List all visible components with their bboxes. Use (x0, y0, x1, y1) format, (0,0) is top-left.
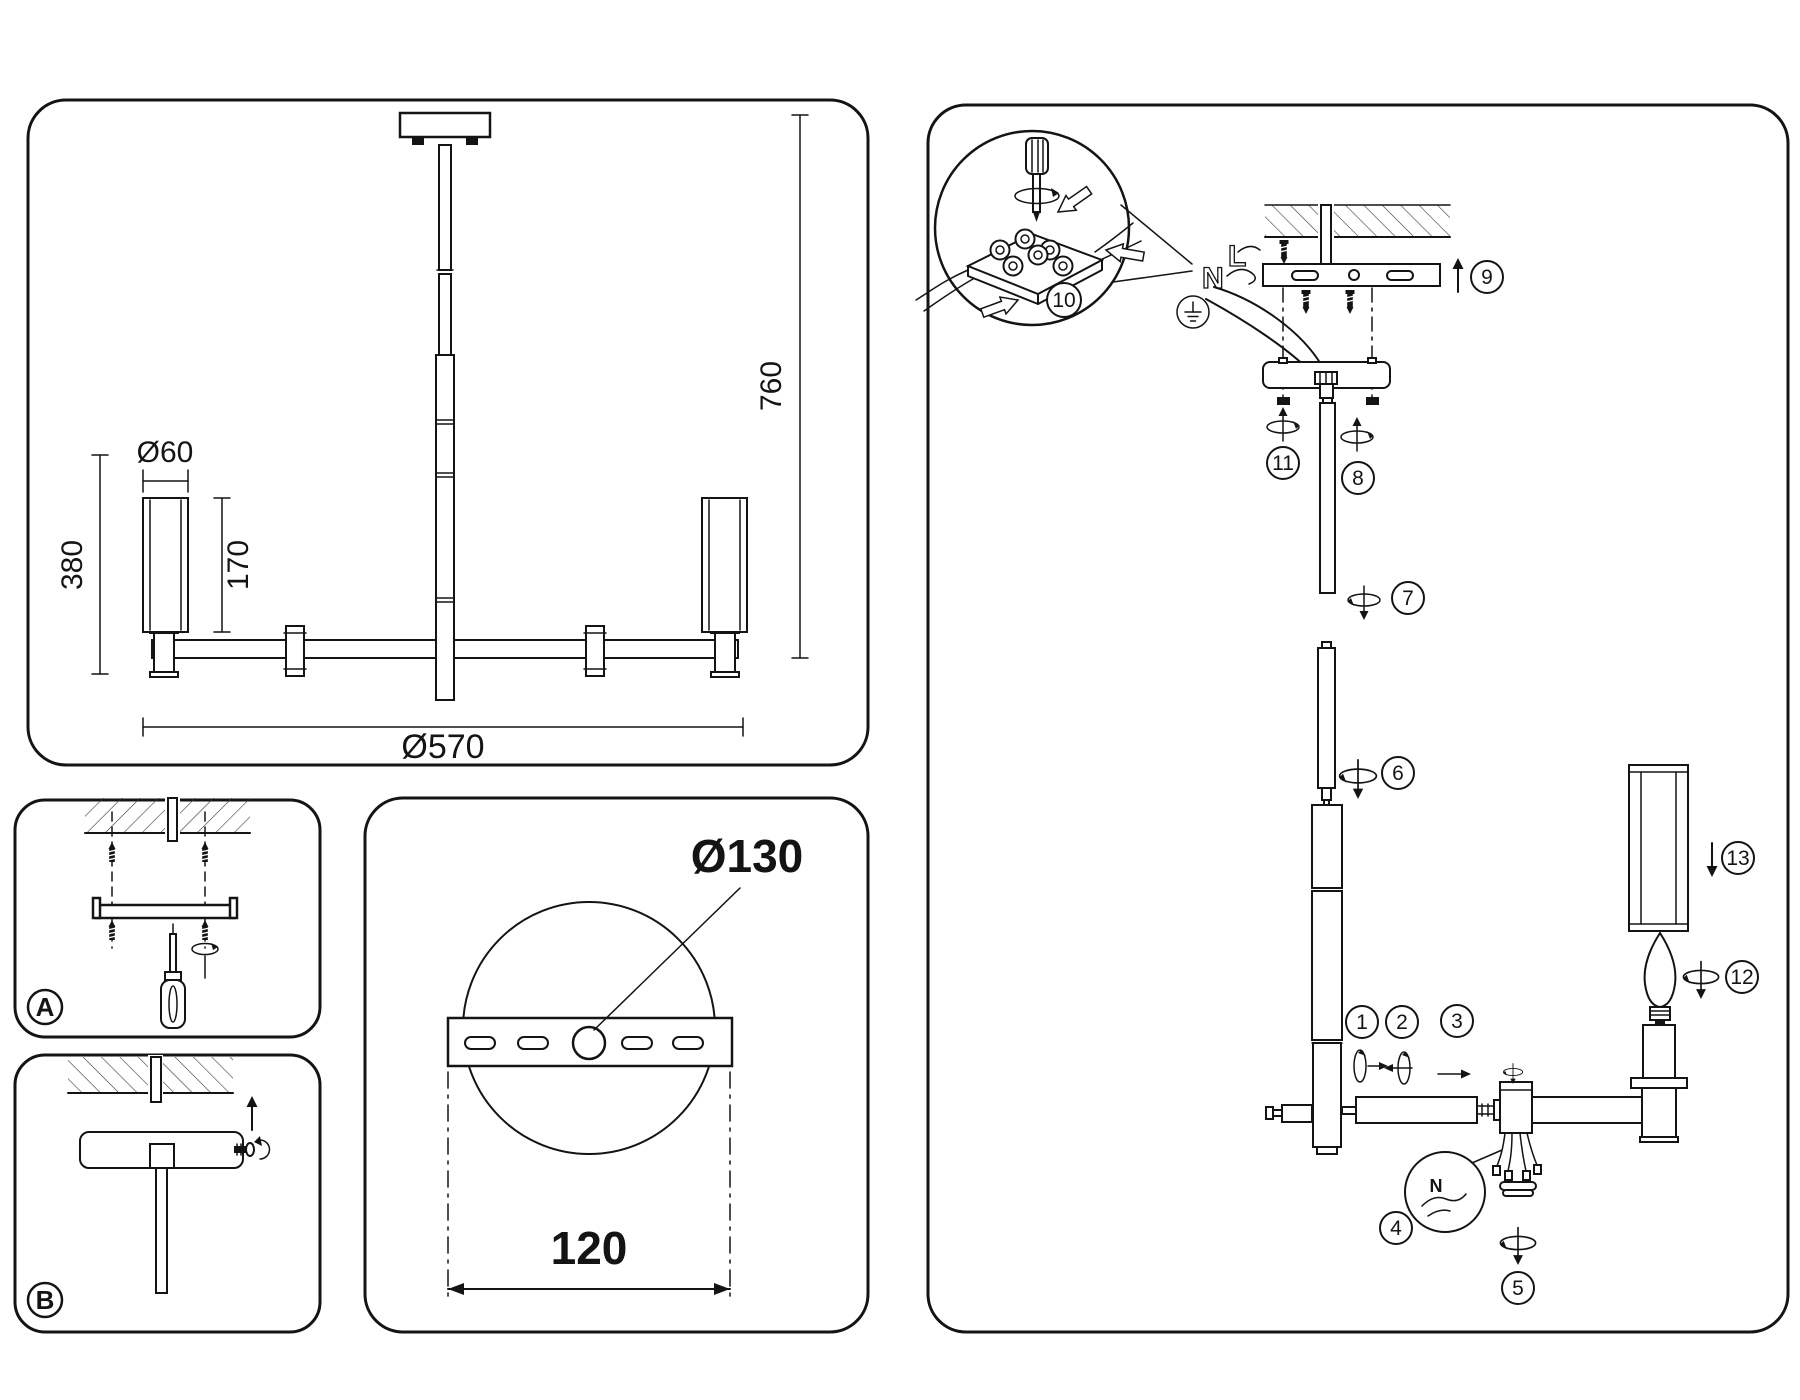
step-11-label: 11 (1272, 452, 1294, 475)
step-3-label: 3 (1451, 1010, 1463, 1033)
mounting-bracket (1262, 263, 1441, 287)
wire-neutral-label: N (1202, 262, 1224, 295)
bulb-icon (1643, 931, 1677, 1025)
dim-label-fixture-diameter: Ø570 (401, 728, 484, 766)
dim-label-canopy-diameter: Ø130 (691, 830, 804, 882)
dim-mount-spacing: 120 (447, 1071, 731, 1303)
bubble-neutral-label: N (1430, 1176, 1443, 1196)
leader-line (1112, 270, 1193, 283)
rod-lower (1317, 641, 1336, 808)
ceiling-section (1264, 203, 1451, 265)
up-arrow-icon (1452, 258, 1464, 293)
step-2-label: 2 (1396, 1011, 1408, 1034)
step-4-label: 4 (1390, 1217, 1402, 1240)
panel-assembly: 10 N L (915, 103, 1790, 1334)
leader-line (1120, 204, 1193, 265)
step-1-label: 1 (1356, 1011, 1368, 1034)
rotate-axis-icon (1384, 1051, 1413, 1085)
step-10-label: 10 (1052, 289, 1075, 312)
panel-dimensions: Ø60 170 380 760 Ø570 (26, 98, 870, 767)
canopy-plate (1262, 357, 1391, 405)
terminal-block (965, 228, 1105, 305)
bar-connector (583, 625, 607, 677)
supply-wire (1213, 286, 1323, 367)
rotate-axis-icon (1353, 1049, 1388, 1083)
step-a-badge: A (26, 988, 64, 1026)
mount-bracket-detail (446, 1016, 734, 1068)
body-column (1311, 804, 1343, 1155)
rotate-icon (191, 942, 219, 979)
ring-part (1499, 1181, 1537, 1197)
ceiling-section (67, 1055, 234, 1103)
step-13-badge (1721, 841, 1755, 875)
canopy-plate (79, 1131, 244, 1294)
dim-label-mount-spacing: 120 (551, 1222, 628, 1274)
ground-icon (1176, 295, 1210, 329)
dim-fixture-diameter: Ø570 (142, 717, 744, 766)
step-1-badge (1345, 1005, 1379, 1039)
step-10-badge: 10 (1046, 282, 1082, 318)
panel-step-a: A (13, 796, 322, 1039)
side-screw-icon (234, 1136, 271, 1160)
up-arrow-icon (246, 1096, 258, 1131)
chandelier-front-view (142, 111, 748, 701)
wire-line-label: L (1228, 240, 1246, 273)
step-4-badge (1379, 1211, 1413, 1245)
mounting-bracket (91, 896, 239, 920)
panel-canopy-detail: Ø130 120 (363, 796, 870, 1334)
step-8-badge (1341, 461, 1375, 495)
step-9-badge (1470, 260, 1504, 294)
leader-line (593, 887, 741, 1031)
dim-shade-diameter: Ø60 (137, 436, 194, 493)
ceiling-plate (398, 111, 492, 139)
step-5-label: 5 (1512, 1277, 1524, 1300)
step-12-label: 12 (1730, 966, 1753, 989)
panel-step-b: B (13, 1053, 322, 1334)
dim-label-lamp-height: 380 (56, 540, 89, 590)
step-11-badge (1266, 446, 1300, 480)
step-b-label: B (36, 1285, 55, 1315)
screwdriver-icon (1025, 137, 1049, 222)
wiring-detail-circle: 10 (915, 129, 1146, 327)
rotate-icon (1014, 187, 1060, 205)
wire-hook (1226, 268, 1256, 285)
dim-label-total-height: 760 (755, 361, 788, 411)
lamp-right (701, 497, 748, 678)
dim-shade-height: 170 (213, 497, 255, 633)
step-12-badge (1725, 960, 1759, 994)
wire-hook (1237, 245, 1261, 253)
step-b-badge: B (26, 1281, 64, 1319)
dim-label-shade-diameter: Ø60 (137, 436, 194, 469)
slide-arrow-icon (1437, 1069, 1471, 1079)
step-8-label: 8 (1352, 467, 1364, 490)
lamp-socket (1531, 1024, 1688, 1143)
step-7-badge (1391, 581, 1425, 615)
step-5-badge (1501, 1271, 1535, 1305)
step-13-label: 13 (1726, 847, 1749, 870)
step-6-label: 6 (1392, 762, 1404, 785)
step-6-badge (1381, 756, 1415, 790)
step-9-label: 9 (1481, 266, 1493, 289)
dim-total-height: 760 (755, 114, 809, 659)
step-3-badge (1440, 1004, 1474, 1038)
step-2-badge (1385, 1005, 1419, 1039)
step-7-label: 7 (1402, 587, 1414, 610)
bar-connector (283, 625, 307, 677)
dim-lamp-height: 380 (56, 454, 109, 675)
dim-label-shade-height: 170 (222, 540, 255, 590)
step-a-label: A (36, 992, 55, 1022)
connector-block (1492, 1063, 1542, 1181)
wiring-bubble: N (1404, 1149, 1503, 1233)
arm-assembly (1265, 1096, 1502, 1124)
shade-cylinder (1628, 764, 1689, 932)
screwdriver-icon (160, 923, 186, 1029)
rod-upper (1319, 397, 1336, 594)
down-arrow-icon (1706, 842, 1718, 877)
lamp-left (142, 497, 189, 678)
